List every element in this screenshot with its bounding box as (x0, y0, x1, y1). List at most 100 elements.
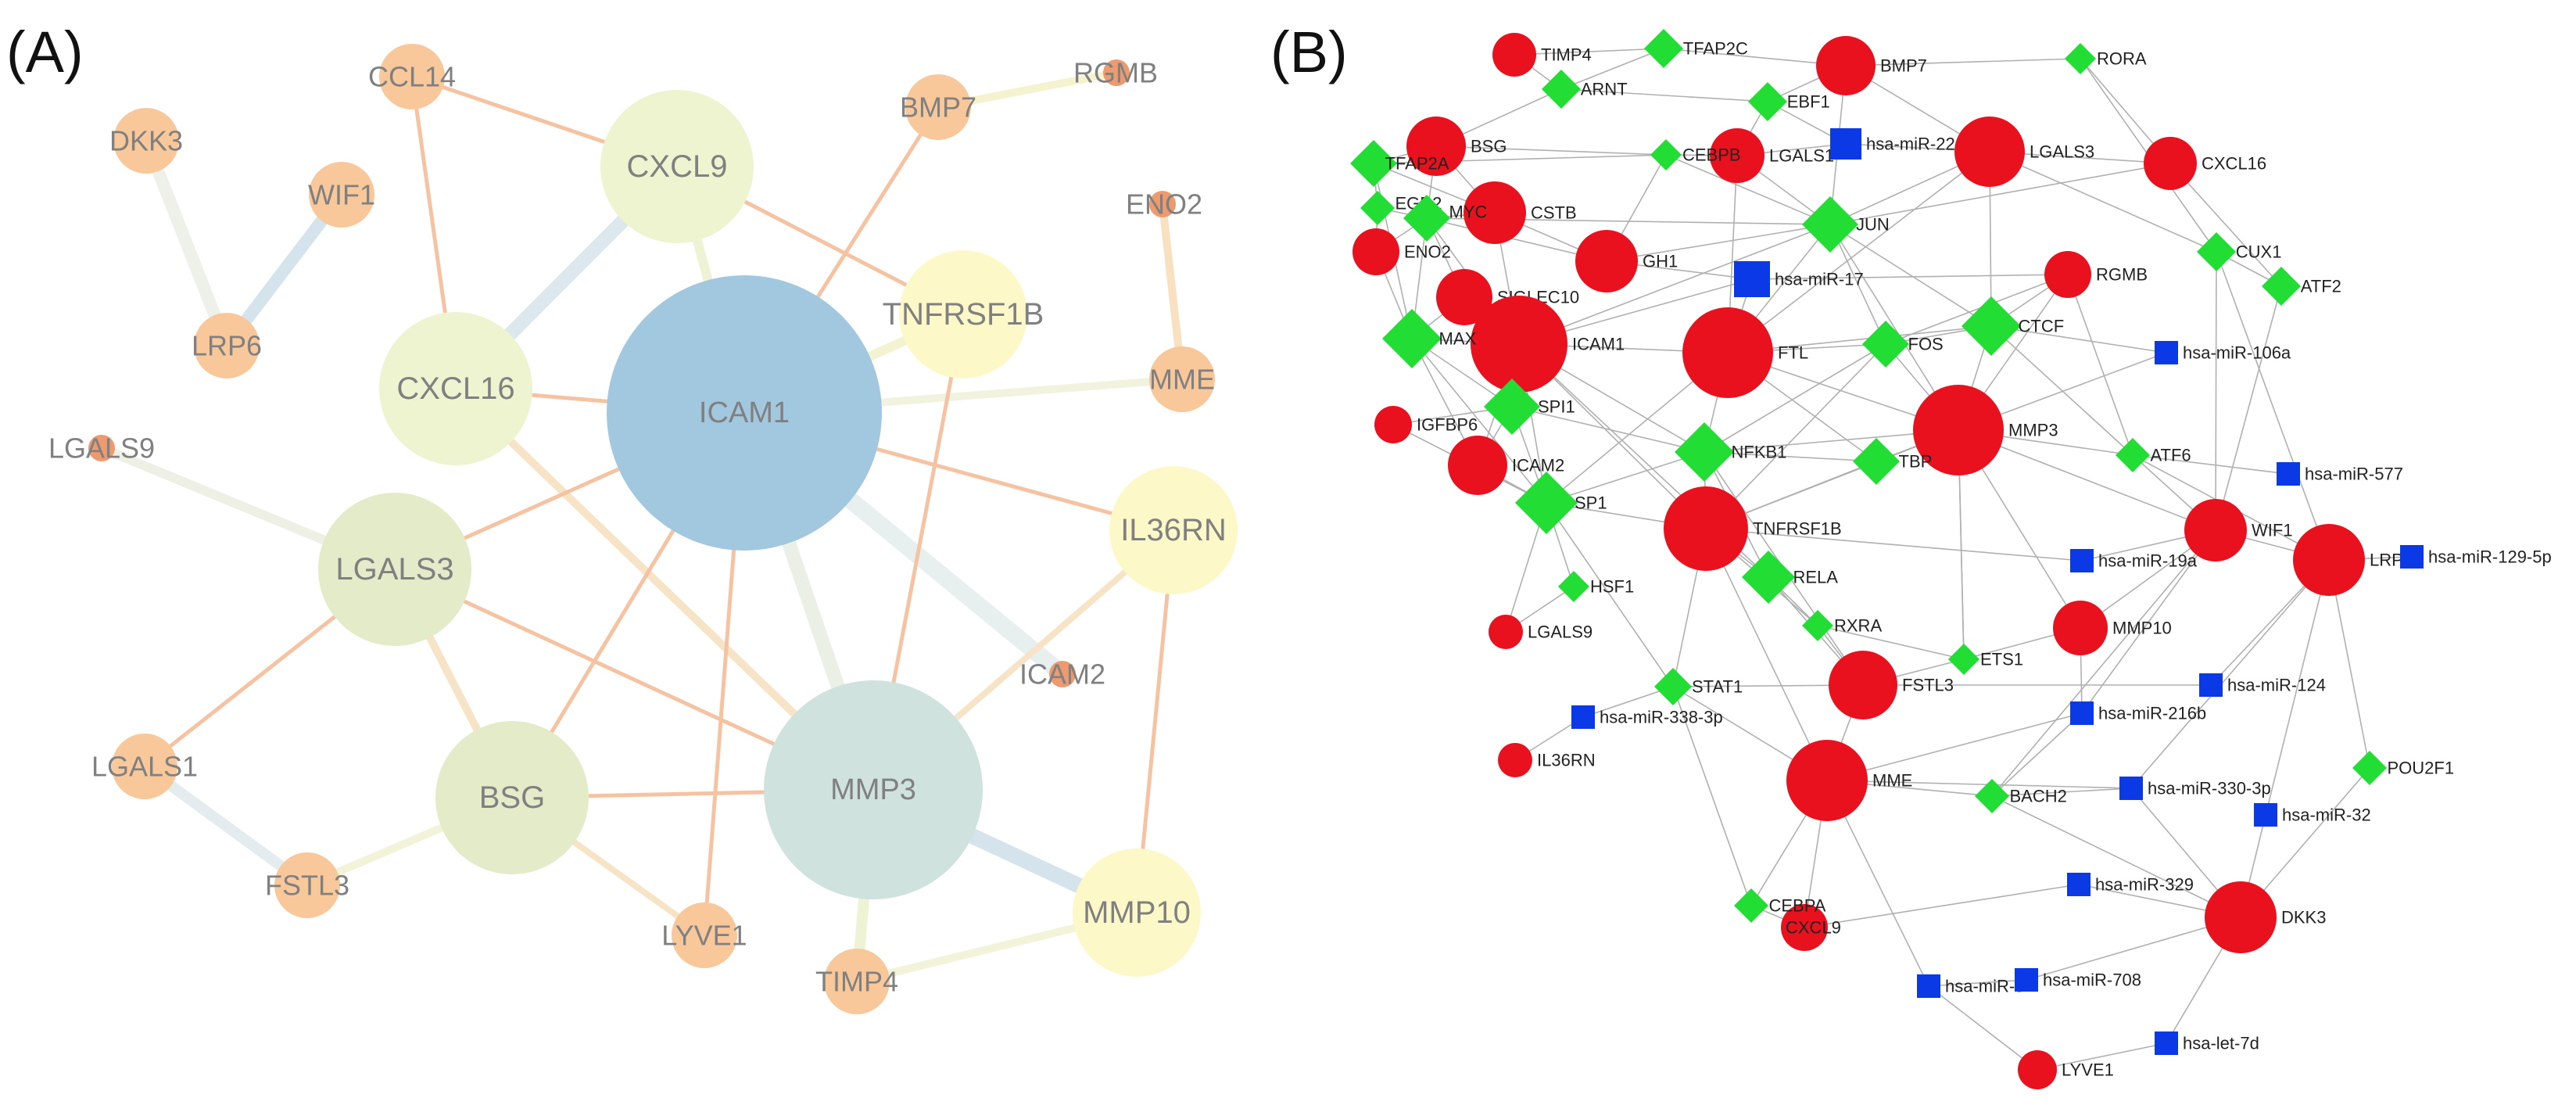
node-lrp6[interactable]: LRP6 (2293, 524, 2413, 596)
node-circle-cxcl16 (379, 312, 532, 465)
node-ftl[interactable]: FTL (1682, 307, 1808, 398)
node-pou2f1[interactable]: POU2F1 (2352, 751, 2454, 785)
node-jun[interactable]: JUN (1802, 196, 1890, 253)
node-wif1[interactable]: WIF1 (2184, 499, 2293, 561)
node-hsa-mir-329[interactable]: hsa-miR-329 (2067, 873, 2194, 896)
node-tnfrsf1b[interactable]: TNFRSF1B (1664, 486, 1842, 571)
node-hsa-mir-338-3p[interactable]: hsa-miR-338-3p (1571, 705, 1723, 729)
edge-bach2-dkk3 (1991, 795, 2241, 918)
node-mmp3[interactable]: MMP3 (1913, 385, 2058, 475)
node-ebf1[interactable]: EBF1 (1748, 82, 1830, 121)
node-lrp6[interactable]: LRP6 (192, 313, 262, 378)
node-fstl3[interactable]: FSTL3 (265, 852, 349, 918)
node-hsa-mir-577[interactable]: hsa-miR-577 (2277, 462, 2403, 486)
node-hsa-mir-32[interactable]: hsa-miR-32 (2254, 803, 2371, 827)
node-cxcl9[interactable]: CXCL9 (1781, 904, 1841, 951)
node-eno2[interactable]: ENO2 (1352, 228, 1451, 275)
node-hsa-mir-22[interactable]: hsa-miR-22 (1830, 128, 1955, 160)
node-cebpa[interactable]: CEBPA (1734, 888, 1826, 923)
node-icam1[interactable]: ICAM1 (1471, 296, 1625, 393)
node-hsa-mir-17[interactable]: hsa-miR-17 (1734, 261, 1864, 297)
node-dkk3[interactable]: DKK3 (109, 108, 183, 174)
edge-mme-hsa-mir-216b (1826, 712, 2083, 781)
node-lgals9[interactable]: LGALS9 (1489, 615, 1593, 649)
node-timp4[interactable]: TIMP4 (815, 949, 898, 1014)
node-label-lgals9: LGALS9 (1528, 622, 1593, 642)
node-mmp3[interactable]: MMP3 (764, 680, 983, 899)
node-mmp10[interactable]: MMP10 (2053, 601, 2172, 655)
node-mmp10[interactable]: MMP10 (1073, 848, 1201, 977)
node-il36rn[interactable]: IL36RN (1109, 466, 1238, 594)
node-label-rgmb: RGMB (2096, 265, 2148, 285)
node-nfkb1[interactable]: NFKB1 (1675, 422, 1786, 482)
node-tnfrsf1b[interactable]: TNFRSF1B (883, 250, 1044, 378)
node-spi1[interactable]: SPI1 (1484, 378, 1575, 435)
node-tfap2a[interactable]: TFAP2A (1350, 140, 1449, 187)
node-icam2[interactable]: ICAM2 (1448, 436, 1564, 495)
node-bmp7[interactable]: BMP7 (900, 74, 976, 140)
node-mme[interactable]: MME (1149, 346, 1215, 412)
node-cstb[interactable]: CSTB (1464, 181, 1577, 244)
node-hsa-let-7d[interactable]: hsa-let-7d (2155, 1031, 2259, 1055)
node-tfap2c[interactable]: TFAP2C (1644, 29, 1748, 68)
node-hsa-mir-708[interactable]: hsa-miR-708 (2015, 968, 2141, 992)
node-icam1[interactable]: ICAM1 (607, 275, 882, 551)
node-hsa-mir-216b[interactable]: hsa-miR-216b (2070, 701, 2206, 725)
node-label-mme: MME (1149, 364, 1215, 396)
node-myc[interactable]: MYC (1403, 195, 1488, 242)
node-bach2[interactable]: BACH2 (1975, 779, 2067, 813)
node-gh1[interactable]: GH1 (1575, 230, 1678, 292)
node-hsa-mir-9[interactable]: hsa-miR-9 (1917, 974, 2024, 998)
node-circle-lgals1 (112, 734, 177, 799)
node-cebpb[interactable]: CEBPB (1650, 139, 1741, 170)
node-lyve1[interactable]: LYVE1 (661, 902, 747, 968)
node-stat1[interactable]: STAT1 (1654, 668, 1743, 705)
node-lgals1[interactable]: LGALS1 (1710, 128, 1834, 183)
node-sp1[interactable]: SP1 (1515, 472, 1607, 534)
node-wif1[interactable]: WIF1 (308, 162, 375, 228)
node-rxra[interactable]: RXRA (1802, 610, 1882, 641)
node-lgals1[interactable]: LGALS1 (91, 734, 198, 799)
node-cxcl16[interactable]: CXCL16 (379, 312, 532, 465)
node-timp4[interactable]: TIMP4 (1492, 33, 1592, 77)
node-igfbp6[interactable]: IGFBP6 (1374, 406, 1478, 443)
node-il36rn[interactable]: IL36RN (1498, 743, 1596, 777)
node-dkk3[interactable]: DKK3 (2205, 881, 2326, 953)
node-hsf1[interactable]: HSF1 (1558, 571, 1634, 602)
node-rgmb[interactable]: RGMB (2044, 251, 2148, 298)
node-cxcl16[interactable]: CXCL16 (2144, 137, 2266, 190)
node-bsg[interactable]: BSG (435, 721, 589, 874)
node-hsa-mir-19a[interactable]: hsa-miR-19a (2070, 549, 2198, 572)
node-rela[interactable]: RELA (1742, 551, 1838, 604)
node-hsa-mir-106a[interactable]: hsa-miR-106a (2155, 341, 2291, 364)
node-atf2[interactable]: ATF2 (2262, 267, 2341, 306)
node-arnt[interactable]: ARNT (1542, 70, 1628, 109)
node-ets1[interactable]: ETS1 (1948, 644, 2023, 675)
node-fos[interactable]: FOS (1862, 321, 1944, 368)
node-eno2[interactable]: ENO2 (1126, 188, 1202, 221)
node-cux1[interactable]: CUX1 (2197, 232, 2281, 271)
node-mme[interactable]: MME (1786, 740, 1912, 821)
node-hsa-mir-129-5p[interactable]: hsa-miR-129-5p (2400, 545, 2552, 569)
node-max[interactable]: MAX (1382, 309, 1477, 368)
node-lgals3[interactable]: LGALS3 (1954, 117, 2094, 187)
node-lyve1[interactable]: LYVE1 (2018, 1050, 2114, 1089)
node-rora[interactable]: RORA (2065, 43, 2147, 74)
node-circle-rgmb (1103, 59, 1130, 86)
node-hsa-mir-124[interactable]: hsa-miR-124 (2199, 673, 2326, 697)
node-lgals3[interactable]: LGALS3 (318, 493, 471, 646)
node-hsa-mir-330-3p[interactable]: hsa-miR-330-3p (2119, 777, 2271, 800)
mirna-square-hsa-mir-708 (2015, 968, 2038, 992)
node-ccl14[interactable]: CCL14 (368, 44, 456, 109)
node-rgmb[interactable]: RGMB (1073, 57, 1158, 89)
node-tbp[interactable]: TBP (1853, 438, 1932, 485)
node-bmp7[interactable]: BMP7 (1816, 36, 1927, 95)
node-icam2[interactable]: ICAM2 (1019, 658, 1105, 691)
node-bsg[interactable]: BSG (1406, 117, 1507, 176)
node-ctcf[interactable]: CTCF (1962, 296, 2064, 356)
node-lgals9[interactable]: LGALS9 (48, 432, 155, 465)
node-atf6[interactable]: ATF6 (2116, 438, 2191, 472)
node-cxcl9[interactable]: CXCL9 (600, 90, 754, 243)
node-fstl3[interactable]: FSTL3 (1829, 651, 1954, 719)
tf-diamond-spi1 (1484, 378, 1540, 435)
